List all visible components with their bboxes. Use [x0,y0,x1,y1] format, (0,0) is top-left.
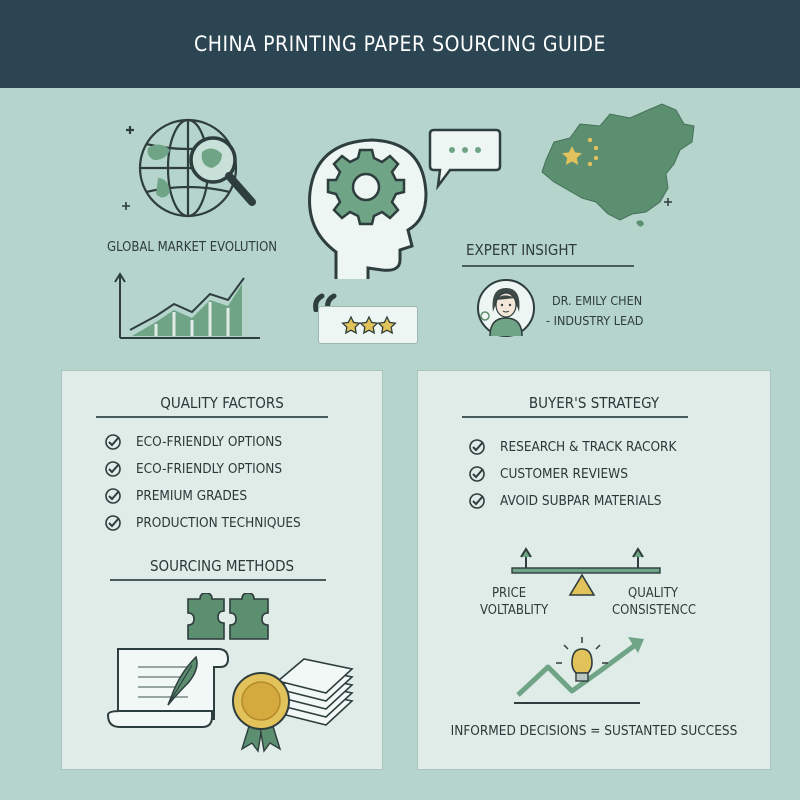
growth-chart-icon [114,272,260,339]
strategy-footer: INFORMED DECISIONS = SUSTANTED SUCCESS [450,723,738,739]
expert-divider [462,265,634,267]
volatility-label: VOLTABLITY [480,603,549,618]
star-rating-icon [341,315,397,335]
list-item-label: AVOID SUBPAR MATERIALS [500,492,662,509]
list-item-label: RESEARCH & TRACK RACORK [500,438,677,455]
strategy-divider [462,416,688,418]
scroll-quill-icon [106,648,230,728]
balance-scale-icon [511,547,661,596]
list-item-label: PREMIUM GRADES [136,487,248,504]
buyers-strategy-title: BUYER'S STRATEGY [528,394,660,412]
buyers-strategy-panel: BUYER'S STRATEGY RESEARCH & TRACK RACORK… [417,370,771,770]
list-item: CUSTOMER REVIEWS [468,460,676,487]
global-market-label: GLOBAL MARKET EVOLUTION [107,240,278,255]
check-circle-icon [105,433,121,450]
china-map-icon [541,103,695,227]
quality-label: QUALITY [628,586,679,601]
sourcing-methods-title: SOURCING METHODS [149,557,295,575]
header-bar: CHINA PRINTING PAPER SOURCING GUIDE [0,0,800,88]
quality-factors-list: ECO-FRIENDLY OPTIONS ECO-FRIENDLY OPTION… [104,428,301,536]
check-circle-icon [469,492,485,509]
check-circle-icon [105,460,121,477]
quality-sourcing-panel: QUALITY FACTORS ECO-FRIENDLY OPTIONS ECO… [61,370,383,770]
globe-magnifier-icon [122,118,256,218]
list-item-label: ECO-FRIENDLY OPTIONS [136,460,283,477]
check-circle-icon [469,465,485,482]
list-item-label: PRODUCTION TECHNIQUES [136,514,301,531]
paper-stack-badge-icon [232,658,354,753]
price-label: PRICE [492,586,527,601]
sourcing-divider [110,579,326,581]
list-item: PRODUCTION TECHNIQUES [104,509,301,536]
head-gear-icon [308,138,428,279]
list-item-label: CUSTOMER REVIEWS [500,465,628,482]
speech-bubble-icon [428,128,502,191]
expert-name: DR. EMILY CHEN [552,293,643,308]
check-circle-icon [469,438,485,455]
list-item-label: ECO-FRIENDLY OPTIONS [136,433,283,450]
list-item: AVOID SUBPAR MATERIALS [468,487,676,514]
consistency-label: CONSISTENCC [612,603,697,618]
expert-avatar [477,279,535,337]
check-circle-icon [105,487,121,504]
list-item: RESEARCH & TRACK RACORK [468,433,676,460]
page-title: CHINA PRINTING PAPER SOURCING GUIDE [194,32,606,56]
growth-lightbulb-icon [514,637,644,704]
check-circle-icon [105,514,121,531]
list-item: PREMIUM GRADES [104,482,301,509]
strategy-list: RESEARCH & TRACK RACORK CUSTOMER REVIEWS… [468,433,676,514]
puzzle-pieces-icon [187,593,269,640]
quality-divider [96,416,328,418]
list-item: ECO-FRIENDLY OPTIONS [104,455,301,482]
expert-insight-heading: EXPERT INSIGHT [466,241,577,259]
expert-role: - INDUSTRY LEAD [546,313,644,328]
rating-card [318,306,418,344]
quality-factors-title: QUALITY FACTORS [160,394,284,412]
list-item: ECO-FRIENDLY OPTIONS [104,428,301,455]
